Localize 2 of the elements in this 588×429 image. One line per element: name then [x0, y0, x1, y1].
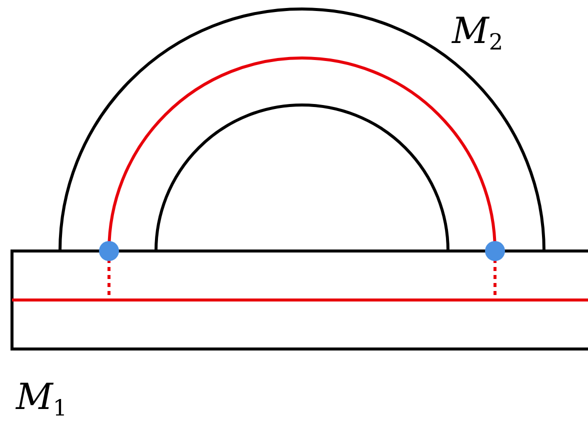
math-label: M$_{1}$ — [16, 380, 68, 420]
math-label: M$_{2}$ — [452, 14, 504, 54]
